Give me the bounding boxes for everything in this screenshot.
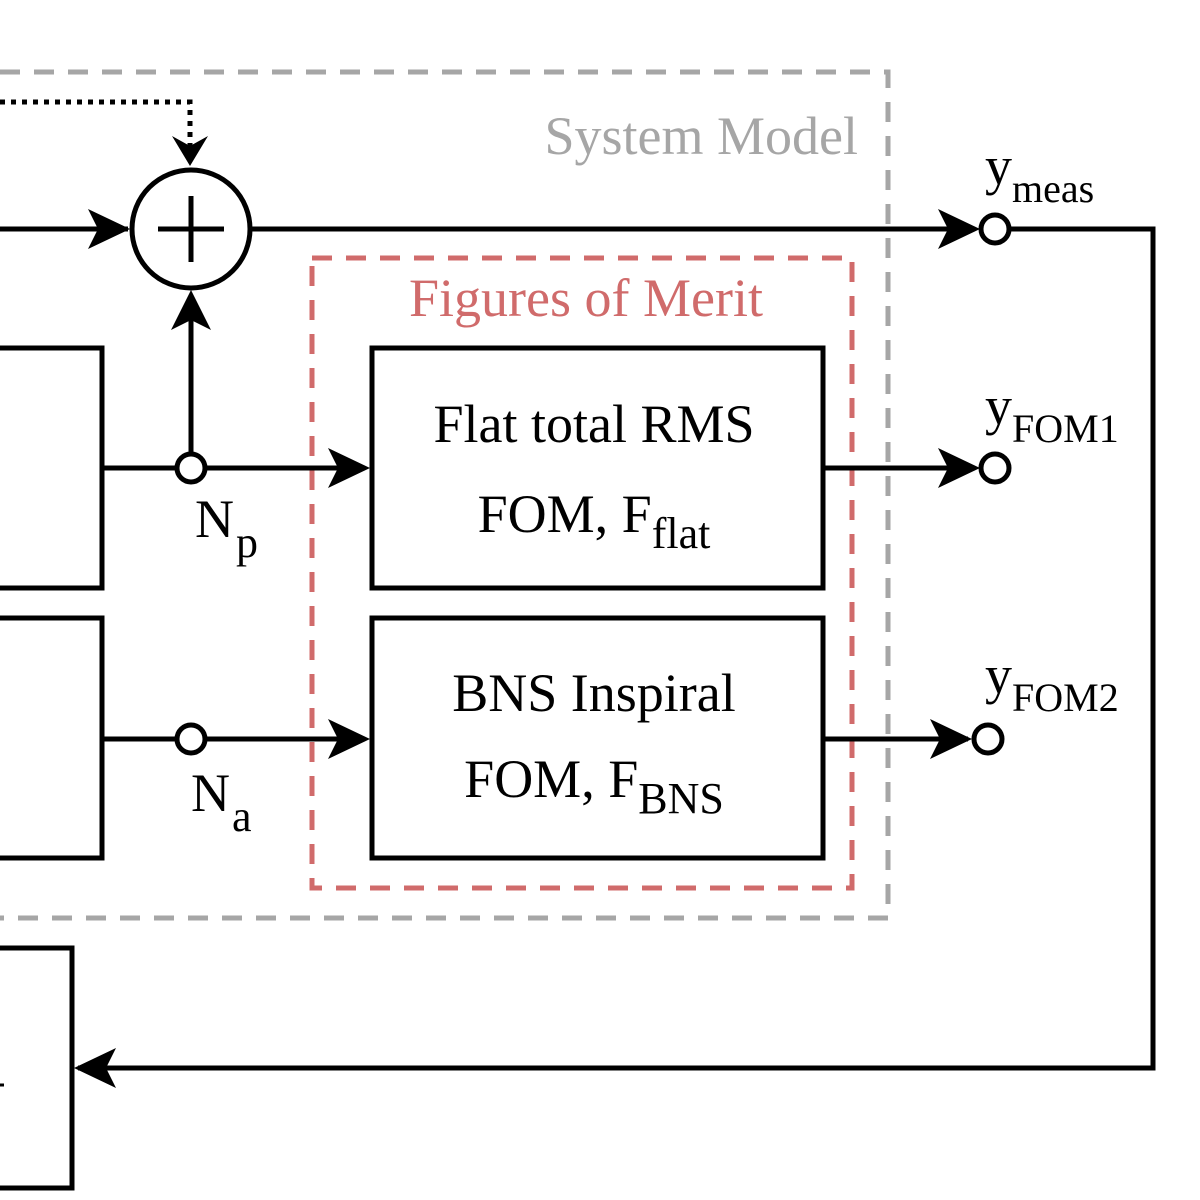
main-input-arrowhead <box>88 209 130 249</box>
bns-fom-block <box>369 615 826 861</box>
np-to-flat-arrowhead <box>328 448 370 488</box>
na-label-sub: a <box>232 792 252 841</box>
feedback-arrowhead <box>74 1048 116 1088</box>
na-to-bns-arrowhead <box>328 719 370 759</box>
dotted-feed-arrowhead <box>172 136 208 166</box>
np-label-sub: p <box>236 518 258 567</box>
summing-junction <box>129 167 253 291</box>
left-block-bottom <box>0 945 75 1191</box>
left-block-upper <box>0 345 105 591</box>
yfom1-terminal <box>978 451 1012 485</box>
flat-fom-block <box>369 345 826 591</box>
left-block-lower <box>0 615 105 861</box>
system-model-title: System Model <box>544 106 858 166</box>
bns-fom-sub: BNS <box>638 774 724 823</box>
np-to-junction-arrowhead <box>171 290 211 330</box>
yfom2-terminal <box>971 722 1005 756</box>
figures-of-merit-boundary <box>309 255 855 891</box>
bns-fom-line2: FOM, FBNS <box>464 749 724 823</box>
flat-fom-sub: flat <box>652 509 711 558</box>
yfom1-label: yFOM1 <box>985 376 1119 451</box>
ymeas-label-sub: meas <box>1012 166 1094 211</box>
feedback-loop-line <box>78 226 1156 1071</box>
flat-fom-line2: FOM, Fflat <box>478 484 711 558</box>
np-node <box>174 451 208 485</box>
bns-fom-line1: BNS Inspiral <box>452 663 736 723</box>
figures-of-merit-title: Figures of Merit <box>409 268 763 328</box>
flat-fom-line1: Flat total RMS <box>433 394 754 454</box>
yfom2-label: yFOM2 <box>985 645 1119 720</box>
dotted-feed-line <box>0 99 193 160</box>
yfom2-arrowhead <box>930 719 972 759</box>
ymeas-terminal <box>978 212 1012 246</box>
na-label: Na <box>191 763 252 841</box>
yfom1-arrowhead <box>938 448 980 488</box>
np-label: Np <box>195 489 258 567</box>
na-node <box>174 722 208 756</box>
yfom1-label-sub: FOM1 <box>1012 406 1119 451</box>
ymeas-arrowhead <box>938 209 980 249</box>
system-model-boundary <box>0 69 891 921</box>
ymeas-label: ymeas <box>985 136 1094 211</box>
yfom2-label-sub: FOM2 <box>1012 675 1119 720</box>
